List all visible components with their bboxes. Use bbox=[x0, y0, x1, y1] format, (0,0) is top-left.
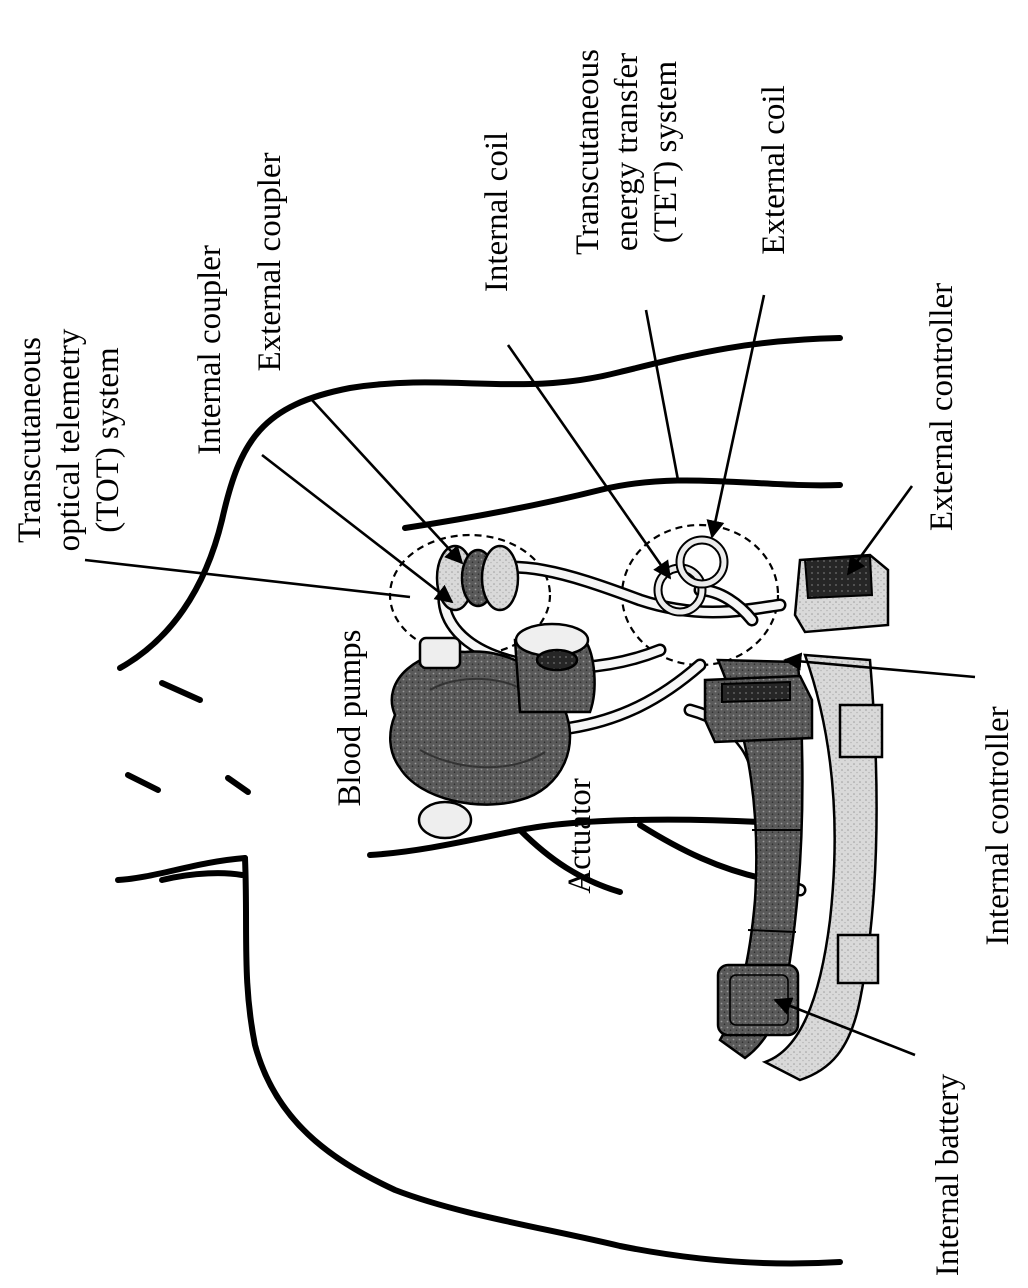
label-actuator: Actuator bbox=[562, 778, 598, 893]
label-tet-line-2: energy transfer bbox=[609, 53, 645, 251]
label-tot-line-1: Transcutaneous bbox=[12, 337, 48, 543]
label-internal-coupler: Internal coupler bbox=[192, 245, 228, 455]
chest-line-4 bbox=[162, 873, 242, 880]
label-external-coil: External coil bbox=[756, 85, 792, 255]
belt-buckle-2 bbox=[838, 935, 878, 983]
ribcage-line-3 bbox=[640, 825, 770, 880]
external-coil-leader bbox=[712, 295, 764, 537]
tot-leader bbox=[85, 560, 410, 597]
chest-line-3 bbox=[228, 778, 248, 792]
internal-battery-device bbox=[718, 965, 798, 1035]
external-controller-device bbox=[795, 555, 888, 632]
internal-controller-device bbox=[705, 676, 812, 742]
external-coupler-leader bbox=[312, 400, 462, 563]
chest-line-1 bbox=[162, 683, 200, 700]
label-external-controller: External controller bbox=[924, 283, 960, 531]
label-internal-battery: Internal battery bbox=[930, 1073, 966, 1276]
label-tot-line-2: optical telemetry bbox=[51, 328, 87, 551]
label-internal-coil: Internal coil bbox=[479, 132, 515, 292]
internal-coupler-leader bbox=[262, 455, 452, 602]
actuator-device bbox=[515, 624, 595, 712]
label-tot-line-3: (TOT) system bbox=[90, 347, 126, 533]
clavicle-line bbox=[405, 480, 840, 528]
tet-leader bbox=[646, 310, 678, 480]
external-controller-leader bbox=[848, 486, 912, 574]
label-tet-line-3: (TET) system bbox=[648, 60, 684, 243]
label-internal-controller: Internal controller bbox=[980, 706, 1016, 945]
side-contour-line bbox=[245, 858, 840, 1263]
chest-line-2 bbox=[128, 775, 158, 790]
label-external-coupler: External coupler bbox=[252, 153, 288, 372]
label-tet-line-1: Transcutaneous bbox=[570, 49, 606, 255]
label-blood-pumps: Blood pumps bbox=[332, 630, 368, 807]
shoulder-line bbox=[120, 338, 840, 668]
belt-buckle-1 bbox=[840, 705, 882, 757]
